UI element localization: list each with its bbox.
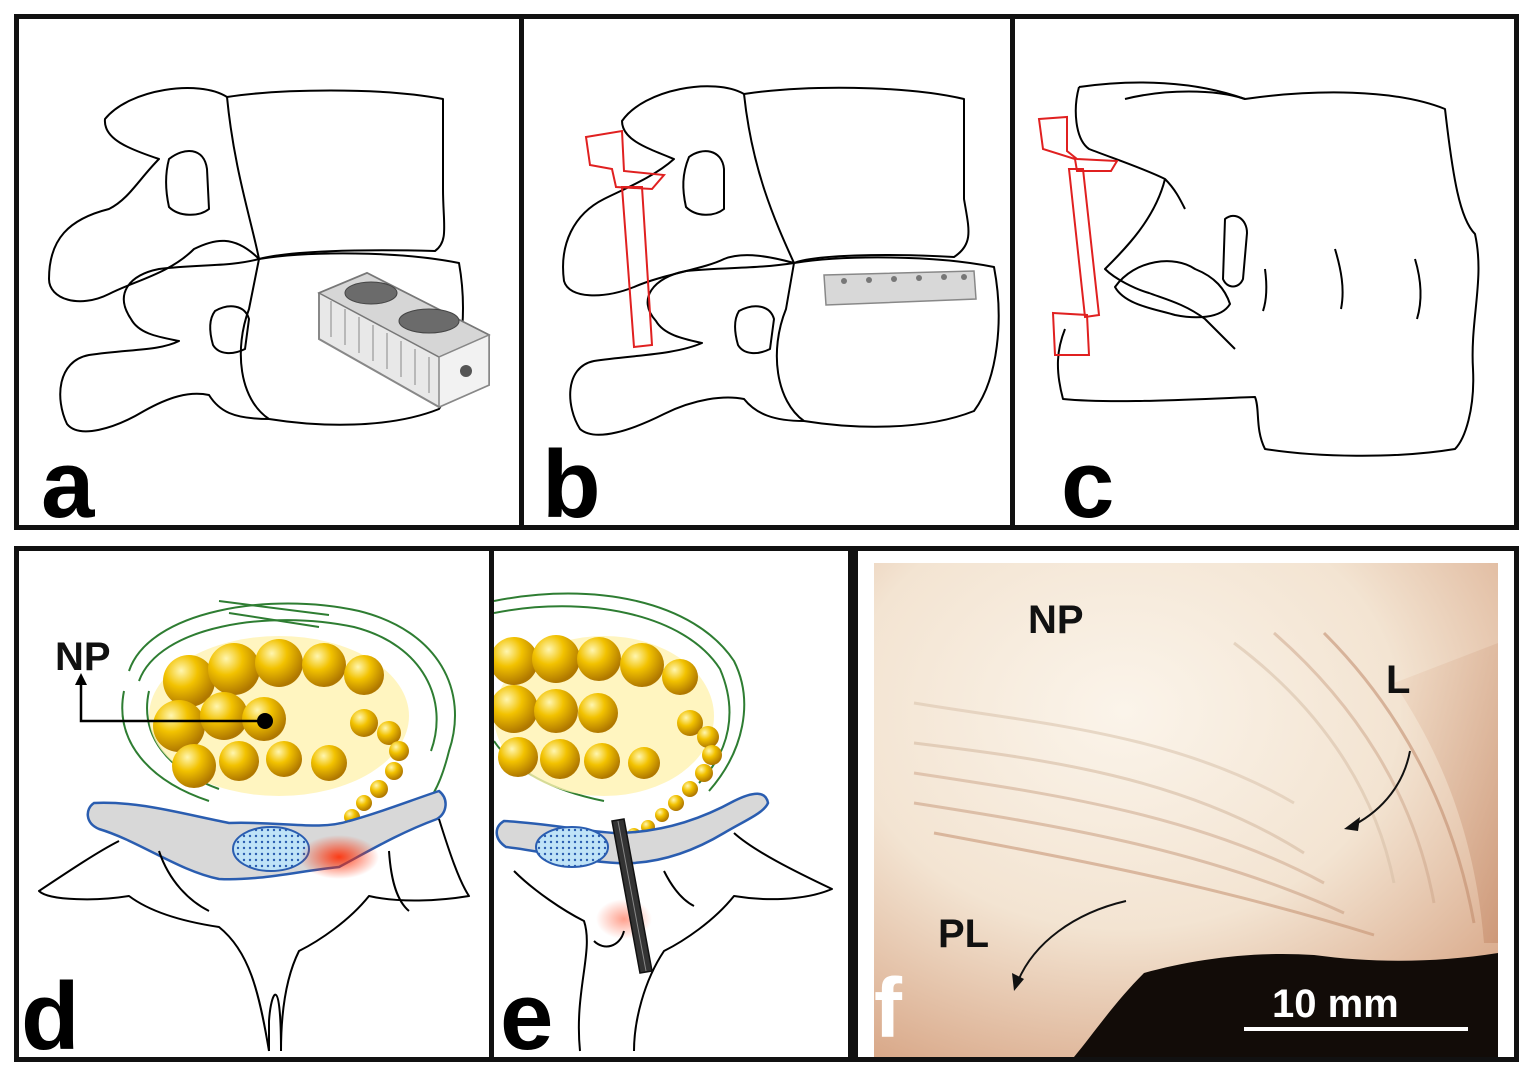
panel-d-label: d	[21, 963, 80, 1062]
transverse-process	[1222, 214, 1248, 288]
lateral-mass	[1104, 178, 1236, 350]
panel-a: a	[14, 14, 524, 530]
panel-e-drawing	[494, 592, 833, 1052]
body-contour-line	[1334, 248, 1344, 310]
panel-d: NP d	[14, 546, 494, 1062]
np-label-photo: NP	[1028, 598, 1084, 642]
panel-e-label: e	[500, 963, 554, 1062]
pl-label: PL	[938, 912, 990, 956]
scale-text: 10 mm	[1272, 982, 1399, 1026]
body-contour-line-2	[1414, 258, 1422, 320]
curved-arrow-icon	[1353, 750, 1411, 826]
facet-lower	[209, 305, 250, 355]
panel-b: b	[519, 14, 1015, 530]
vertebra-outline	[38, 818, 470, 1052]
posterior-element-upper	[562, 85, 795, 297]
vertebral-body-upper	[226, 89, 446, 260]
red-implant-outline	[584, 129, 667, 349]
panel-a-label: a	[41, 431, 95, 530]
spinal-cord-dotted	[535, 826, 609, 868]
upper-process	[1074, 86, 1186, 210]
cage-implant	[317, 271, 491, 409]
red-implant-outline	[1037, 115, 1119, 356]
facet-mass	[1114, 260, 1231, 319]
body-contour-line-3	[1262, 268, 1268, 312]
l-label: L	[1386, 658, 1411, 702]
posterior-element-lower	[569, 262, 805, 436]
curved-arrow-icon-2	[1017, 900, 1127, 982]
spinal-cord-dotted	[232, 826, 310, 872]
nucleus-pulposus	[149, 636, 409, 864]
np-label: NP	[55, 635, 111, 679]
vertebral-body-lower	[239, 252, 464, 426]
panel-a-drawing	[48, 87, 491, 433]
vertebral-body-upper	[1056, 81, 1480, 457]
panel-b-label: b	[542, 431, 601, 530]
facet-upper	[165, 150, 210, 216]
facet-lower	[734, 305, 775, 355]
nucleus-pulposus	[494, 635, 722, 842]
posterior-element-lower	[59, 258, 270, 433]
disc-photo-render	[874, 563, 1498, 1057]
vertebra-outline	[513, 832, 833, 1052]
flat-cage-implant	[823, 270, 977, 306]
panel-c-label: c	[1061, 431, 1115, 530]
panel-b-drawing	[562, 85, 1000, 436]
body-top-line	[1124, 90, 1246, 100]
arrow-up-icon	[75, 673, 87, 685]
np-pointer	[79, 683, 265, 723]
panel-c-drawing	[1037, 81, 1480, 457]
facet-upper	[682, 150, 725, 216]
posterior-element-upper	[48, 87, 260, 303]
panel-f-label: f	[874, 961, 902, 1055]
disc-photograph	[874, 563, 1498, 1057]
inflammation-glow	[299, 835, 379, 879]
vertebral-body-lower	[775, 256, 1000, 428]
scale-bar-icon	[1244, 1027, 1468, 1031]
panel-e: e	[489, 546, 853, 1062]
panel-d-drawing	[38, 600, 470, 1052]
vertebral-body-upper	[743, 86, 970, 264]
pointer-dot-icon	[257, 713, 273, 729]
needle-icon	[611, 818, 653, 974]
panel-c: c	[1010, 14, 1519, 530]
